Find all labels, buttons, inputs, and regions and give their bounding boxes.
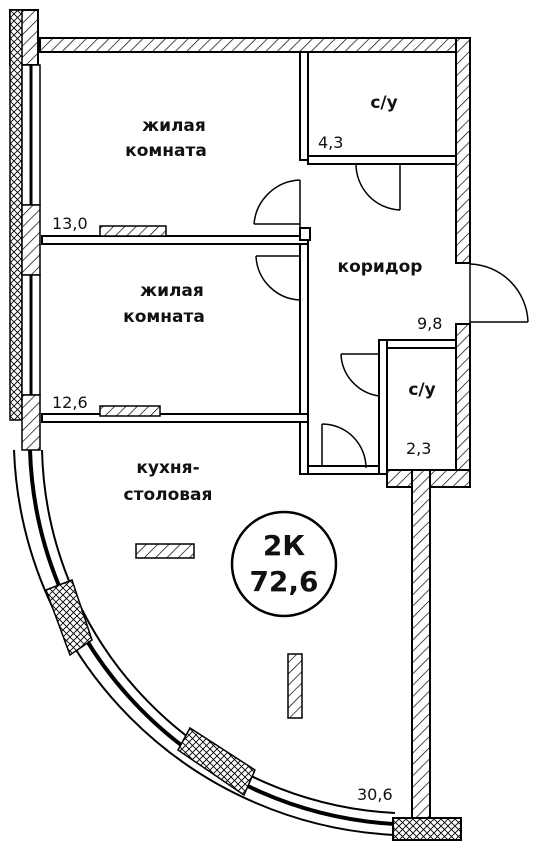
- badge-type: 2К: [263, 529, 305, 562]
- interior-walls: [41, 51, 457, 475]
- exterior-walls: [39, 37, 471, 819]
- bathroom-1-name: с/у: [370, 93, 397, 113]
- badge-total-area: 72,6: [249, 565, 318, 598]
- corridor-area: 9,8: [417, 314, 442, 333]
- bathroom-1-area: 4,3: [318, 133, 343, 152]
- apartment-badge: 2К 72,6: [230, 510, 338, 618]
- bedroom-1-area: 13,0: [52, 214, 88, 233]
- bedroom-2-name-line1: жилая: [140, 281, 204, 301]
- curved-facade: [13, 449, 396, 836]
- bedroom-1-name-line1: жилая: [142, 116, 206, 136]
- bathroom-2-name: с/у: [408, 380, 435, 400]
- left-facade: [9, 9, 41, 451]
- kitchen-name-line2: столовая: [124, 485, 213, 505]
- doors: [253, 163, 529, 469]
- corner-block: [392, 817, 462, 841]
- bedroom-2-area: 12,6: [52, 393, 88, 412]
- bedroom-1-name-line2: комната: [125, 141, 207, 161]
- bathroom-2-area: 2,3: [406, 439, 431, 458]
- kitchen-name-line1: кухня-: [136, 458, 199, 478]
- bedroom-2-name-line2: комната: [123, 307, 205, 327]
- corridor-name: коридор: [338, 257, 423, 277]
- wall-stubs: [99, 225, 303, 719]
- kitchen-area: 30,6: [357, 785, 393, 804]
